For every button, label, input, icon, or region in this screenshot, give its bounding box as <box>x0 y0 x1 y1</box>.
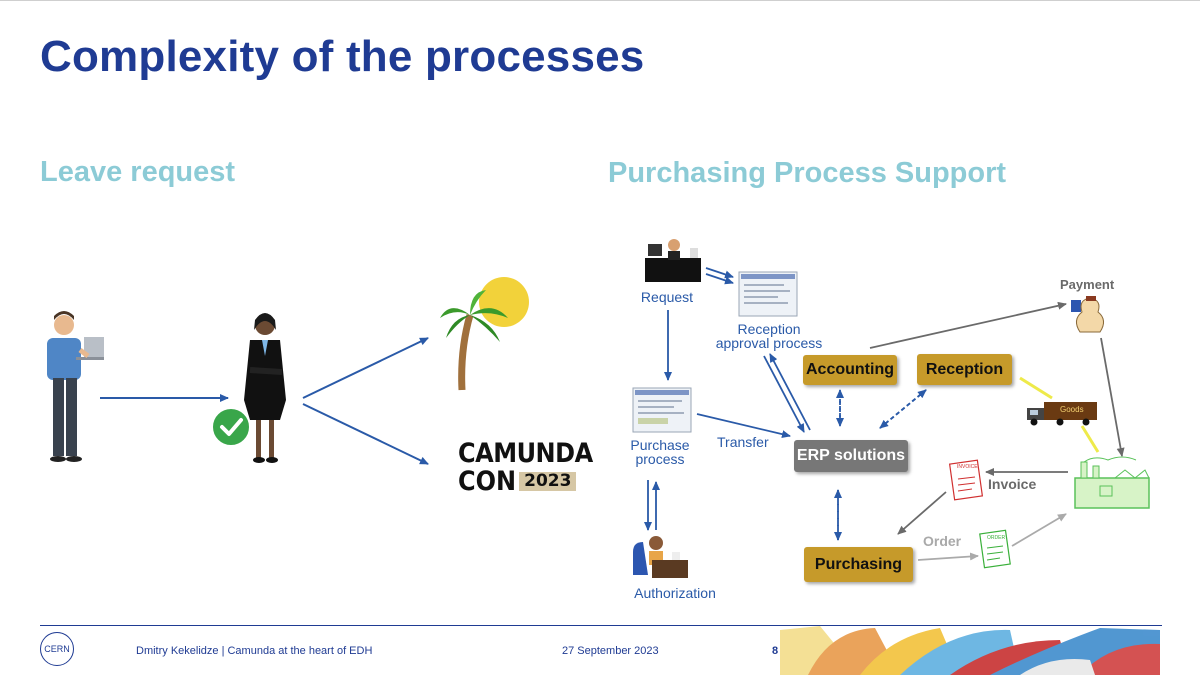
request-to-reception-arrow <box>705 267 734 279</box>
slide-title: Complexity of the processes <box>40 32 645 81</box>
goods-to-reception-link <box>1019 376 1053 400</box>
request-desk-icon <box>645 239 701 282</box>
manager-woman-icon <box>244 313 286 463</box>
reception-to-erp-arrow <box>763 355 805 433</box>
request-to-reception-arrow-2 <box>705 273 734 285</box>
camundacon-arrow <box>302 403 429 465</box>
goods-truck-icon <box>1027 402 1097 426</box>
purchasing-heading: Purchasing Process Support <box>608 157 1007 189</box>
invoice-label: Invoice <box>988 476 1037 492</box>
purchase-screen-icon <box>632 387 692 433</box>
purchase-process-label-2: process <box>635 451 685 467</box>
erp-solutions-box: ERP solutions <box>794 440 908 472</box>
factory-icon <box>1074 456 1150 509</box>
purchase-process-label-1: Purchase <box>630 437 690 453</box>
footer-rule <box>40 625 1162 626</box>
top-rule <box>0 0 1200 1</box>
invoice-doc-label: INVOICE <box>957 464 978 470</box>
leave-request-heading: Leave request <box>40 156 236 188</box>
factory-to-goods-link <box>1080 425 1100 453</box>
goods-label: Goods <box>1060 405 1084 414</box>
palm-tree-sun-icon <box>440 277 529 391</box>
order-to-factory-arrow <box>1011 513 1067 547</box>
order-doc-label: ORDER <box>987 535 1006 541</box>
erp-to-reception-arrow <box>769 353 811 431</box>
camunda-logo-line2: CON <box>458 465 517 497</box>
payment-money-icon <box>1071 296 1104 333</box>
order-label: Order <box>923 533 962 549</box>
order-document-icon <box>979 529 1011 569</box>
payment-to-factory-arrow <box>1100 337 1125 457</box>
payment-label: Payment <box>1060 277 1115 292</box>
cern-logo: CERN <box>40 632 74 666</box>
accounting-box: Accounting <box>803 355 897 385</box>
transfer-label: Transfer <box>717 434 769 450</box>
accounting-to-payment-arrow <box>869 301 1067 349</box>
reception-screen-icon <box>738 271 798 317</box>
footer-date: 27 September 2023 <box>562 645 659 657</box>
invoice-document-icon <box>948 459 984 501</box>
reception-approval-label-1: Reception <box>737 321 801 337</box>
authorization-person-icon <box>633 536 688 578</box>
page-number: 8 <box>772 645 779 657</box>
camunda-logo-line1: CAMUNDA <box>458 437 593 469</box>
vacation-arrow <box>302 337 429 399</box>
purchasing-box: Purchasing <box>804 547 913 582</box>
approved-check-icon <box>211 407 251 447</box>
transfer-arrow <box>696 413 791 439</box>
camunda-logo-year: 2023 <box>519 472 577 491</box>
request-label: Request <box>640 289 694 305</box>
footer-author: Dmitry Kekelidze | Camunda at the heart … <box>136 645 373 657</box>
reception-box: Reception <box>917 354 1012 385</box>
employee-with-laptop-icon <box>47 311 104 462</box>
footer-decoration-graphic <box>780 626 1160 675</box>
purchasing-order-arrow <box>917 552 979 561</box>
authorization-label: Authorization <box>634 585 716 601</box>
invoice-to-purchasing-arrow <box>897 491 947 535</box>
reception-erp-link <box>879 389 927 429</box>
reception-approval-label-2: approval process <box>715 335 823 351</box>
